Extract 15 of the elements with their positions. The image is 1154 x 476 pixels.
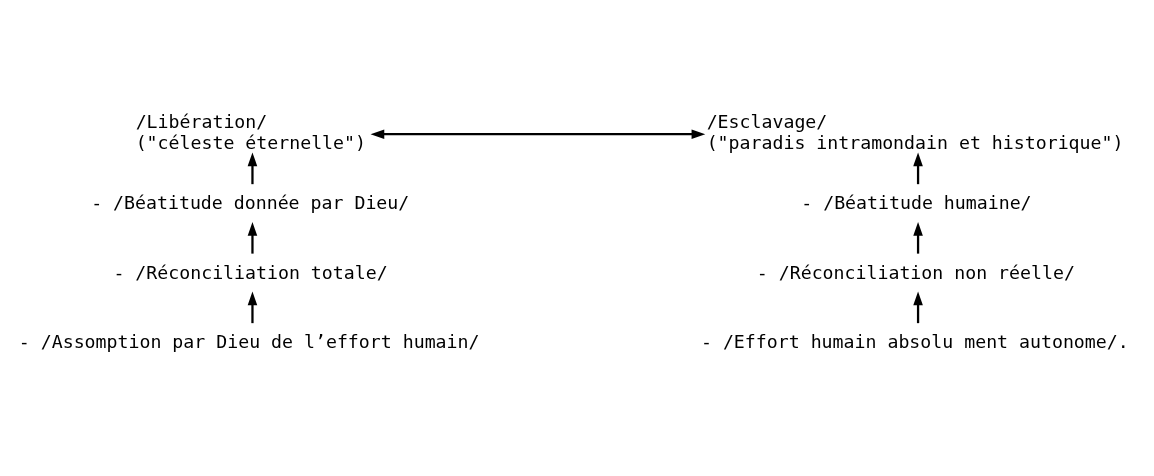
arrow (913, 291, 923, 323)
node-text: - /Effort humain absolu ment autonome/. (700, 330, 1129, 352)
node-text: /Libération/ ("céleste éternelle") (135, 110, 366, 153)
node-text: - /Béatitude humaine/ (801, 191, 1032, 213)
arrow (247, 151, 258, 184)
arrow (913, 221, 923, 254)
arrow (913, 151, 923, 184)
node-text: /Esclavage/ ("paradis intramondain et historique") (706, 110, 1124, 153)
node-text: - /Réconciliation totale/ (113, 261, 388, 283)
node-text: - /Réconciliation non réelle/ (756, 261, 1075, 283)
arrow (247, 221, 258, 254)
arrow (247, 291, 258, 323)
arrow (370, 128, 706, 139)
node-text: - /Béatitude donnée par Dieu/ (91, 191, 410, 213)
node-text: - /Assomption par Dieu de l’effort humain/ (18, 330, 480, 352)
